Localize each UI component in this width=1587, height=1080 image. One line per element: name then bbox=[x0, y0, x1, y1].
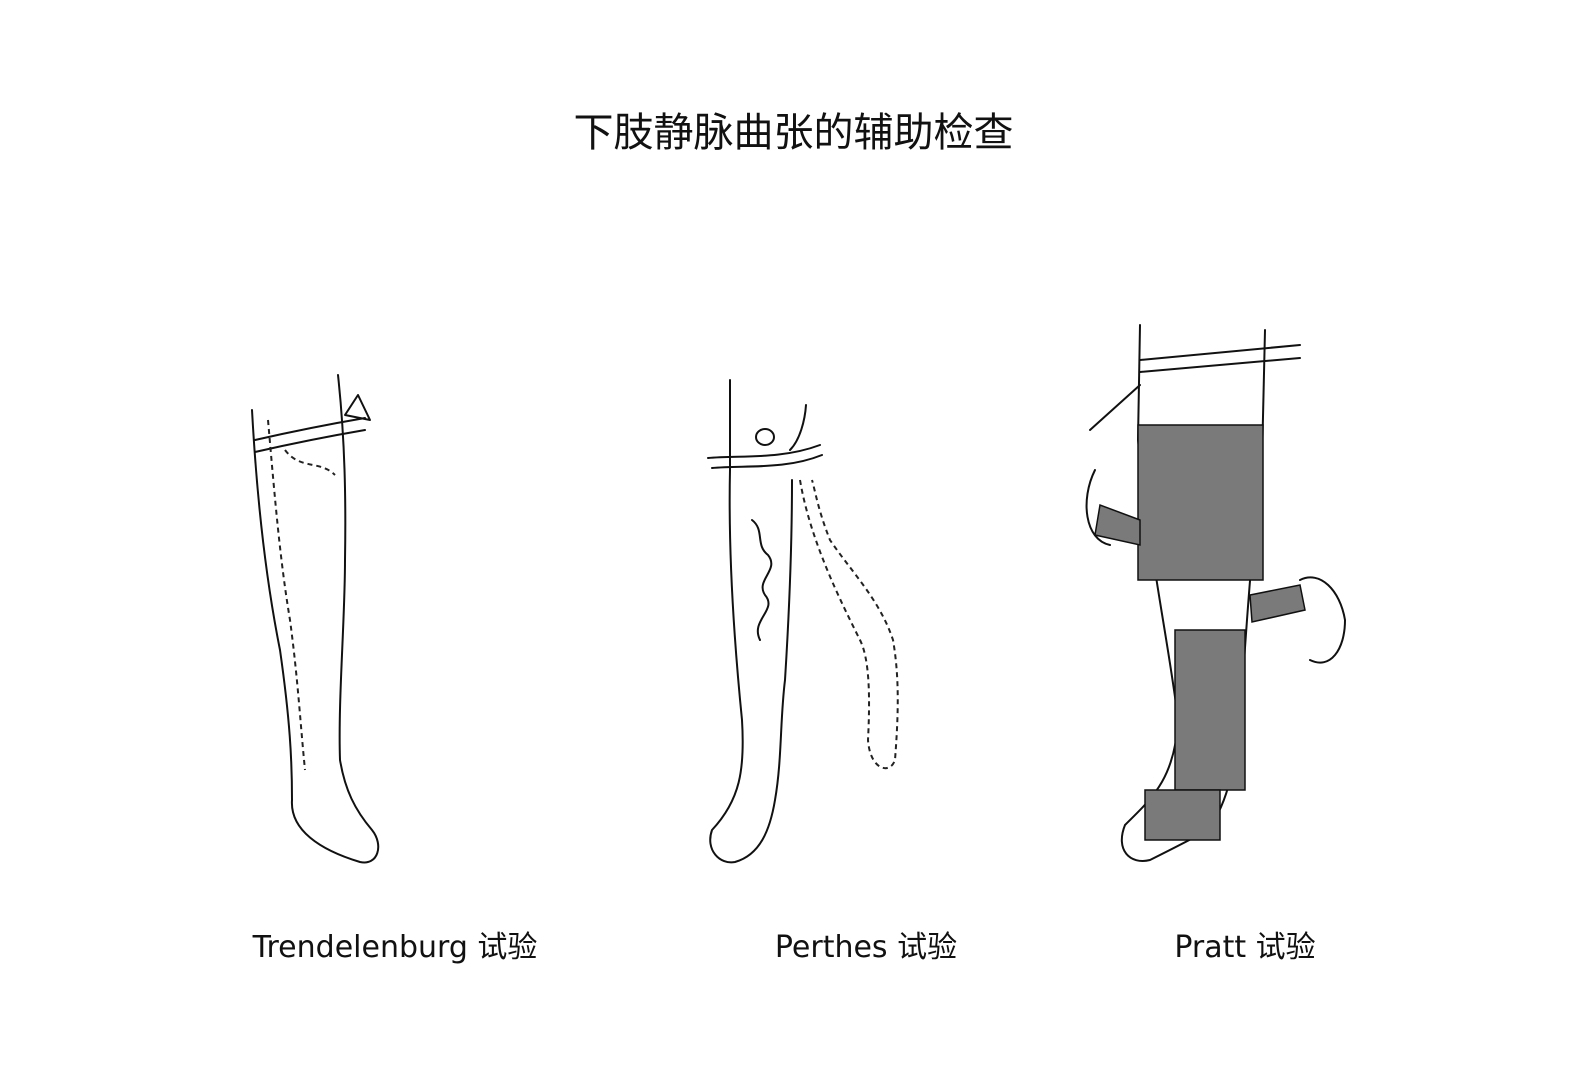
trendelenburg-leg-illustration bbox=[251, 374, 380, 864]
perthes-leg-illustration bbox=[707, 379, 899, 864]
page-title: 下肢静脉曲张的辅助检查 bbox=[573, 110, 1014, 156]
pratt-label: Pratt 试验 bbox=[1174, 930, 1316, 965]
bandage-wraps bbox=[1094, 424, 1306, 841]
trendelenburg-label: Trendelenburg 试验 bbox=[252, 930, 538, 965]
perthes-label: Perthes 试验 bbox=[774, 930, 958, 965]
pratt-leg-illustration bbox=[1085, 324, 1346, 862]
